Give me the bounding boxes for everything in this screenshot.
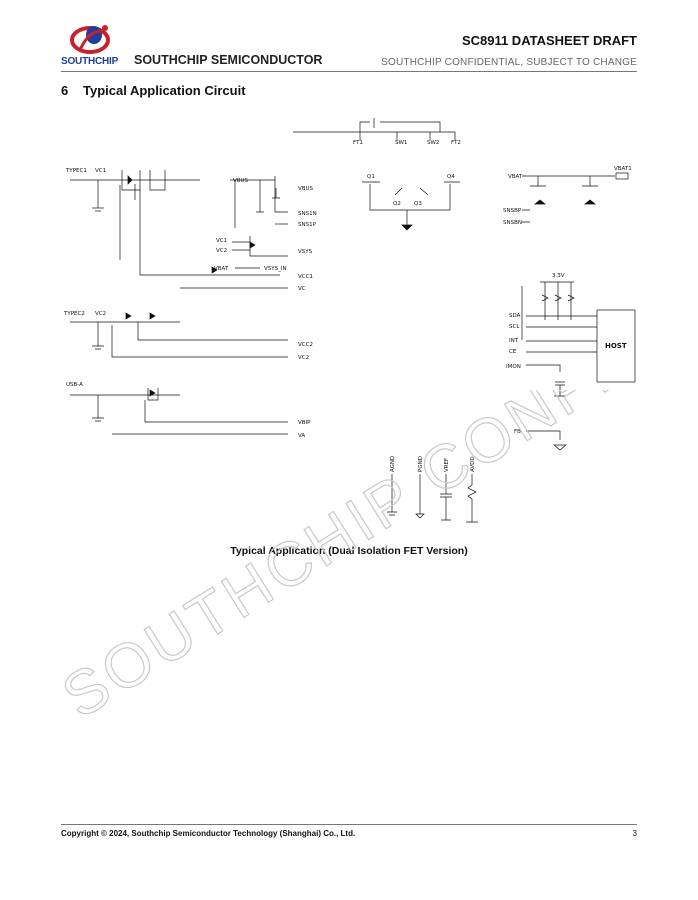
label-usba: USB-A — [66, 382, 83, 388]
label-vbus: VBUS — [298, 186, 314, 192]
label-vc1: VC1 — [95, 168, 106, 174]
logo-text: SOUTHCHIP — [61, 56, 119, 67]
label-vcc2: VCC2 — [298, 342, 313, 348]
figure-caption: Typical Application (Dual Isolation FET … — [230, 545, 468, 557]
confidential-notice: SOUTHCHIP CONFIDENTIAL, SUBJECT TO CHANG… — [381, 57, 637, 68]
label-ft2: FT2 — [451, 140, 461, 146]
label-fb: FB — [514, 429, 521, 435]
label-agnd: AGND — [390, 456, 396, 472]
label-vc2-diode: VC2 — [216, 248, 227, 254]
section-title: Typical Application Circuit — [83, 83, 246, 98]
label-ft1: FT1 — [353, 140, 363, 146]
label-sw1: SW1 — [395, 140, 407, 146]
label-vbat-right: VBAT — [508, 174, 523, 180]
label-vbip: VBIP — [298, 420, 311, 426]
label-3v3: 3.3V — [552, 273, 565, 279]
label-va: VA — [298, 433, 305, 439]
page-number: 3 — [632, 829, 637, 838]
label-pgnd: PGND — [418, 456, 424, 472]
section-heading: 6 Typical Application Circuit — [61, 83, 246, 98]
label-vcc1: VCC1 — [298, 274, 313, 280]
label-vbat: VBAT — [214, 266, 229, 272]
header-divider — [61, 71, 637, 72]
label-snsbp: SNSBP — [503, 208, 522, 214]
label-vbat1: VBAT1 — [614, 166, 632, 172]
label-vref: VREF — [444, 458, 450, 472]
footer-divider — [61, 824, 637, 825]
label-int: INT — [509, 338, 519, 344]
company-name: SOUTHCHIP SEMICONDUCTOR — [134, 53, 323, 67]
label-imon: IMON — [506, 364, 521, 370]
label-q4: Q4 — [447, 174, 455, 180]
label-sns1p: SNS1P — [298, 222, 317, 228]
label-vc2-out: VC2 — [298, 355, 309, 361]
label-vc: VC — [298, 286, 306, 292]
label-sw2: SW2 — [427, 140, 439, 146]
label-q3: Q3 — [414, 201, 422, 207]
label-sns1n: SNS1N — [298, 211, 317, 217]
label-scl: SCL — [509, 324, 520, 330]
label-vc2-typec2: VC2 — [95, 311, 106, 317]
document-title: SC8911 DATASHEET DRAFT — [461, 33, 637, 48]
application-circuit-diagram: FT1 SW1 SW2 FT2 TYPEC1 VC1 VBUS VBUS SNS… — [63, 118, 636, 523]
section-number: 6 — [61, 83, 69, 98]
copyright-notice: Copyright © 2024, Southchip Semiconducto… — [61, 829, 356, 838]
label-sda: SDA — [509, 313, 521, 319]
label-vsys-in: VSYS_IN — [264, 266, 287, 272]
label-ce: CE — [509, 349, 517, 355]
label-typec2: TYPEC2 — [63, 311, 85, 317]
label-snsbn: SNSBN — [503, 220, 522, 226]
label-q2: Q2 — [393, 201, 401, 207]
label-vbus-bus: VBUS — [233, 178, 249, 184]
label-vsys: VSYS — [298, 249, 313, 255]
label-vc1-diode: VC1 — [216, 238, 227, 244]
label-q1: Q1 — [367, 174, 375, 180]
label-avdd: AVDD — [470, 456, 476, 472]
southchip-logo-icon — [70, 25, 110, 54]
label-typec1: TYPEC1 — [65, 168, 87, 174]
label-host: HOST — [605, 342, 627, 350]
